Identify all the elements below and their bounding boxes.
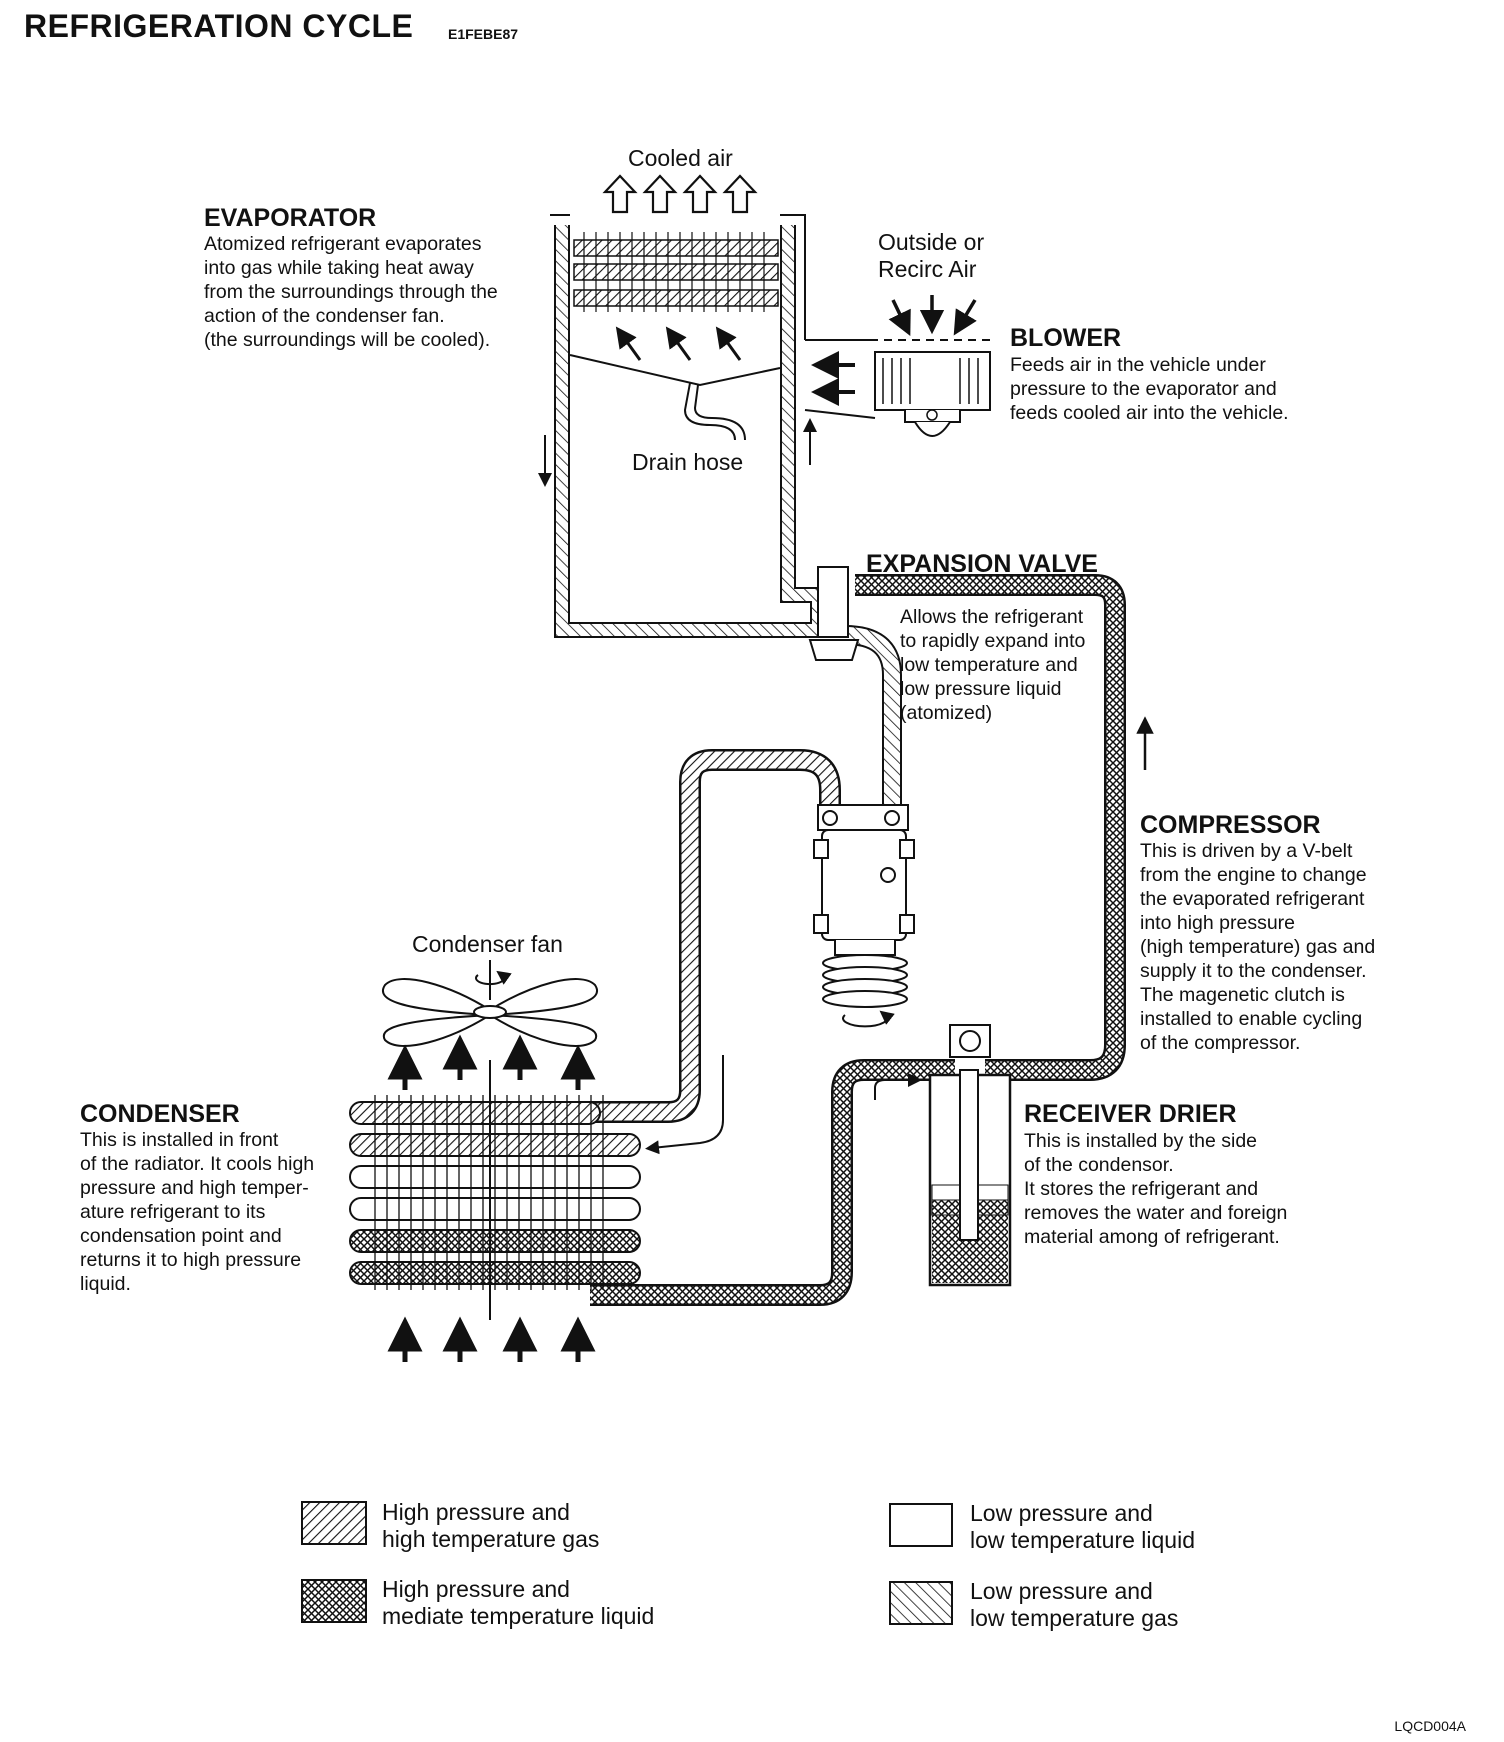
page-title: REFRIGERATION CYCLE [24, 8, 414, 44]
receiver-drier [874, 1024, 1012, 1287]
expansion-valve-desc-2: to rapidly expand into [900, 630, 1086, 652]
evaporator-title: EVAPORATOR [204, 204, 376, 232]
compressor-desc-6: supply it to the condenser. [1140, 960, 1367, 982]
legend: High pressure and high temperature gas L… [301, 1499, 1195, 1631]
legend-label-3b: mediate temperature liquid [382, 1603, 654, 1629]
evaporator-desc-3: from the surroundings through the [204, 281, 498, 303]
condenser-title: CONDENSER [80, 1100, 240, 1128]
legend-label-2b: low temperature liquid [970, 1527, 1195, 1553]
legend-swatch-lp-liquid [889, 1503, 953, 1547]
blower-desc-2: pressure to the evaporator and [1010, 378, 1277, 400]
receiver-drier-title: RECEIVER DRIER [1024, 1100, 1237, 1128]
condenser-desc-1: This is installed in front [80, 1129, 279, 1151]
evaporator-desc-5: (the surroundings will be cooled). [204, 329, 490, 351]
evaporator-core [573, 232, 779, 312]
blower [804, 339, 991, 437]
evaporator-airflow-arrows [615, 326, 742, 361]
condenser-desc-3: pressure and high temper- [80, 1177, 309, 1199]
expansion-valve-desc-4: low pressure liquid [900, 678, 1062, 700]
receiver-drier-desc-4: removes the water and foreign [1024, 1202, 1287, 1224]
suction-line [844, 625, 902, 805]
evaporator-desc-4: action of the condenser fan. [204, 305, 445, 327]
blower-desc-1: Feeds air in the vehicle under [1010, 354, 1266, 376]
legend-swatch-hp-gas [301, 1501, 367, 1545]
cooled-air-label: Cooled air [628, 145, 733, 171]
condenser-desc-7: liquid. [80, 1273, 131, 1295]
expansion-valve-desc-1: Allows the refrigerant [900, 606, 1084, 628]
receiver-drier-desc-3: It stores the refrigerant and [1024, 1178, 1258, 1200]
compressor-desc-8: installed to enable cycling [1140, 1008, 1362, 1030]
legend-label-2a: Low pressure and [970, 1500, 1153, 1526]
legend-label-4b: low temperature gas [970, 1605, 1178, 1631]
blower-desc-3: feeds cooled air into the vehicle. [1010, 402, 1289, 424]
receiver-drier-desc-1: This is installed by the side [1024, 1130, 1257, 1152]
legend-label-1a: High pressure and [382, 1499, 570, 1525]
expansion-valve-desc-5: (atomized) [900, 702, 992, 724]
cooled-air-arrows [602, 174, 758, 214]
page-header: REFRIGERATION CYCLE E1FEBE87 [0, 0, 1504, 60]
condenser-airflow-arrows [387, 1034, 596, 1362]
discharge-line [370, 749, 841, 1155]
condenser-fan-label: Condenser fan [412, 931, 563, 957]
compressor-title: COMPRESSOR [1140, 811, 1321, 839]
outside-air-arrows [888, 295, 977, 337]
receiver-drier-desc-5: material among of refrigerant. [1024, 1226, 1280, 1248]
outside-air-label-line1: Outside or [878, 229, 984, 255]
legend-label-3a: High pressure and [382, 1576, 570, 1602]
condenser-desc-5: condensation point and [80, 1225, 282, 1247]
compressor-desc-4: into high pressure [1140, 912, 1295, 934]
compressor-desc-7: The magenetic clutch is [1140, 984, 1345, 1006]
condenser-desc-4: ature refrigerant to its [80, 1201, 266, 1223]
evaporator-desc-1: Atomized refrigerant evaporates [204, 233, 482, 255]
condenser-desc-2: of the radiator. It cools high [80, 1153, 314, 1175]
compressor-desc-3: the evaporated refrigerant [1140, 888, 1365, 910]
compressor-desc-1: This is driven by a V-belt [1140, 840, 1353, 862]
legend-swatch-lp-gas [889, 1581, 953, 1625]
drain-hose-label: Drain hose [632, 449, 743, 475]
document-code: E1FEBE87 [448, 26, 519, 42]
liquid-line [590, 574, 1154, 1306]
compressor-desc-5: (high temperature) gas and [1140, 936, 1375, 958]
legend-label-4a: Low pressure and [970, 1578, 1153, 1604]
receiver-drier-desc-2: of the condensor. [1024, 1154, 1174, 1176]
evaporator-desc-2: into gas while taking heat away [204, 257, 474, 279]
expansion-valve-title: EXPANSION VALVE [866, 550, 1098, 578]
condenser-desc-6: returns it to high pressure [80, 1249, 301, 1271]
compressor-desc-9: of the compressor. [1140, 1032, 1300, 1054]
legend-swatch-hp-liquid [301, 1579, 367, 1623]
condenser [349, 1060, 641, 1320]
outside-air-label-line2: Recirc Air [878, 256, 977, 282]
compressor-desc-2: from the engine to change [1140, 864, 1367, 886]
condenser-fan [382, 960, 598, 1047]
housing-flow-arrows [538, 418, 817, 487]
drain-hose [569, 354, 781, 441]
compressor [813, 804, 915, 1028]
blower-title: BLOWER [1010, 324, 1121, 352]
expansion-valve-desc-3: low temperature and [900, 654, 1078, 676]
expansion-valve [808, 566, 860, 661]
figure-code: LQCD004A [1394, 1718, 1466, 1734]
legend-label-1b: high temperature gas [382, 1526, 599, 1552]
